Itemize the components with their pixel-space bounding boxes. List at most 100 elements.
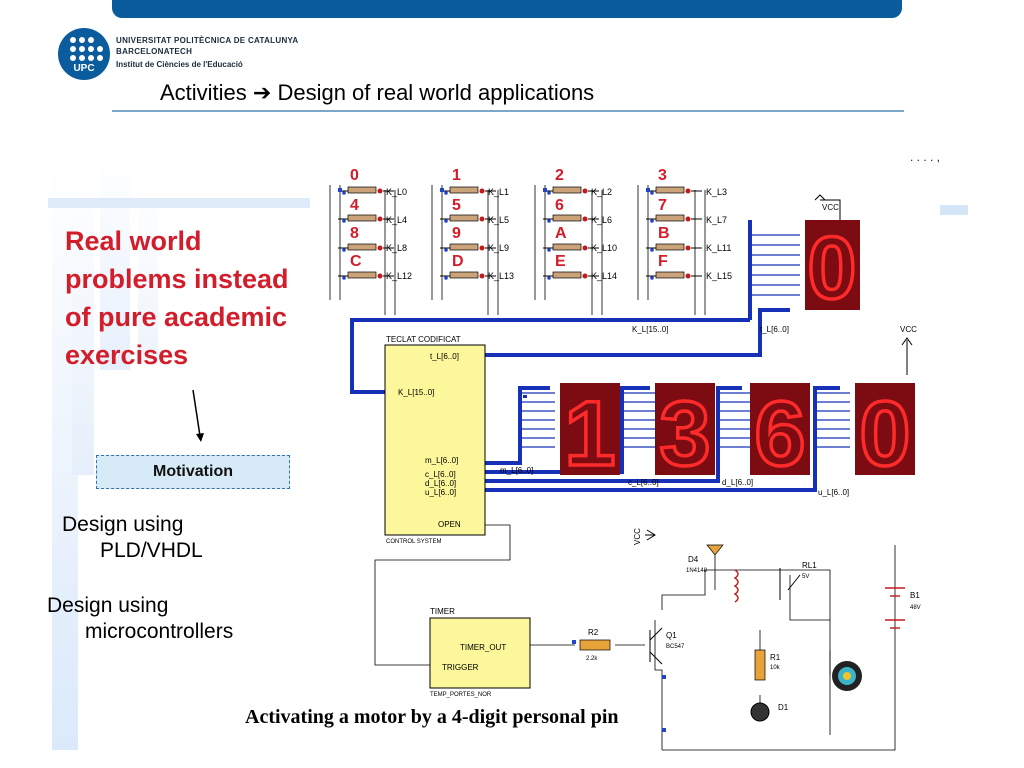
timer-title: TIMER — [430, 607, 455, 616]
b1-battery — [885, 587, 905, 629]
decor-bar-2 — [72, 175, 94, 475]
digit-3: 6 — [754, 383, 805, 485]
digit-display — [855, 383, 915, 475]
timer-footer: TEMP_PORTES_NOR — [430, 692, 492, 698]
org-name-line2: BARCELONATECH — [116, 47, 193, 56]
block-title: TECLAT CODIFICAT — [386, 335, 461, 344]
key-label: K_L11 — [706, 243, 731, 253]
keypad — [329, 185, 706, 315]
bus-t-label: t_L[6..0] — [760, 325, 789, 334]
headline-line: exercises — [65, 340, 189, 370]
key-a: A — [555, 225, 567, 242]
header-divider — [112, 110, 904, 112]
r1-value: 10k — [770, 665, 781, 671]
key-label: K_L14 — [591, 271, 617, 281]
circuit-schematic: 0 1 2 3 4 5 6 7 8 9 A B C D E F K_L0 K_L… — [329, 167, 921, 751]
digit-2: 3 — [659, 383, 710, 485]
design-pld-line1: Design using — [62, 513, 184, 536]
org-name-line1: UNIVERSITAT POLITÈCNICA DE CATALUNYA — [116, 36, 299, 45]
key-0: 0 — [350, 167, 359, 184]
key-b: B — [658, 225, 670, 242]
key-e: E — [555, 253, 566, 270]
key-label: K_L10 — [591, 243, 617, 253]
q1-label: Q1 — [666, 631, 677, 640]
node-markers — [338, 188, 666, 732]
q1-transistor — [649, 627, 663, 665]
design-micro-line1: Design using — [47, 594, 169, 617]
r2-label: R2 — [588, 628, 599, 637]
key-3: 3 — [658, 167, 667, 184]
timer-out-pin: TIMER_OUT — [460, 643, 506, 652]
headline-line: problems instead — [65, 264, 289, 294]
key-5: 5 — [452, 197, 461, 214]
key-c: C — [350, 253, 362, 270]
r1-resistor — [754, 649, 766, 681]
headline-line: Real world — [65, 226, 202, 256]
headline-line: of pure academic — [65, 302, 288, 332]
timer-block — [429, 617, 531, 689]
key-label: K_L5 — [488, 215, 509, 225]
bus-labels: K_L[15..0] t_L[6..0] m_L[6..0] c_L[6..0]… — [500, 325, 849, 497]
key-2: 2 — [555, 167, 564, 184]
key-label: K_L8 — [386, 243, 407, 253]
key-label: K_L7 — [706, 215, 727, 225]
bus-k-label: K_L[15..0] — [632, 325, 668, 334]
schematic-caption: Activating a motor by a 4-digit personal… — [245, 706, 619, 728]
pin-tl: t_L[6..0] — [430, 352, 459, 361]
digit-1: 1 — [564, 383, 615, 485]
pin-cl: c_L[6..0] — [425, 470, 456, 479]
key-f: F — [658, 253, 668, 270]
vcc-label: VCC — [900, 325, 917, 334]
bus-c-label: c_L[6..0] — [628, 478, 659, 487]
key-label: K_L4 — [386, 215, 407, 225]
upc-logo: UPC — [58, 28, 110, 80]
bus-m-label: m_L[6..0] — [500, 466, 533, 475]
r1-label: R1 — [770, 653, 781, 662]
block-footer: CONTROL SYSTEM — [386, 539, 441, 545]
key-label: K_L12 — [386, 271, 412, 281]
r2-resistor — [579, 639, 611, 651]
key-label: K_L1 — [488, 187, 509, 197]
pin-ml: m_L[6..0] — [425, 456, 458, 465]
digit-display — [750, 383, 810, 475]
key-1: 1 — [452, 167, 461, 184]
motivation-box: Motivation — [96, 455, 290, 489]
bus-fanout — [522, 234, 850, 448]
design-pld: Design using PLD/VHDL — [62, 512, 203, 564]
headline: Real world problems instead of pure acad… — [65, 222, 325, 374]
ellipsis-mark: . . . . , — [910, 150, 941, 164]
vcc-label: VCC — [633, 528, 642, 545]
decor-strip — [48, 198, 310, 208]
pin-ul: u_L[6..0] — [425, 488, 456, 497]
key-7: 7 — [658, 197, 667, 214]
key-label: K_L13 — [488, 271, 514, 281]
bus-d-label: d_L[6..0] — [722, 478, 753, 487]
digit-display-row: 1 3 6 0 — [560, 381, 915, 487]
timer-wiring — [374, 524, 896, 751]
d1-led — [750, 702, 770, 722]
timer-trigger-pin: TRIGGER — [442, 663, 479, 672]
d4-diode — [706, 544, 724, 556]
vcc-symbols — [645, 194, 913, 541]
org-name-line3: Institut de Ciències de l'Educació — [116, 60, 243, 69]
pin-open: OPEN — [438, 520, 461, 529]
rl1-relay — [733, 569, 739, 603]
keypad-buttons — [337, 186, 703, 281]
decor-bar-3 — [100, 160, 130, 370]
vcc-label: VCC — [822, 203, 839, 212]
logo-text: UPC — [73, 63, 95, 74]
d4-label: D4 — [688, 555, 699, 564]
key-d: D — [452, 253, 464, 270]
r2-value: 2.2k — [586, 656, 598, 662]
key-label: K_L0 — [386, 187, 407, 197]
pin-kl: K_L[15..0] — [398, 388, 434, 397]
key-6: 6 — [555, 197, 564, 214]
digit-4: 0 — [859, 383, 910, 485]
key-4: 4 — [350, 197, 359, 214]
top-display: 0 — [805, 216, 860, 319]
d4-part: 1N4148 — [686, 568, 708, 574]
rl1-value: 5V — [802, 574, 809, 580]
top-bar — [112, 0, 902, 18]
design-micro: Design using microcontrollers — [47, 593, 233, 645]
